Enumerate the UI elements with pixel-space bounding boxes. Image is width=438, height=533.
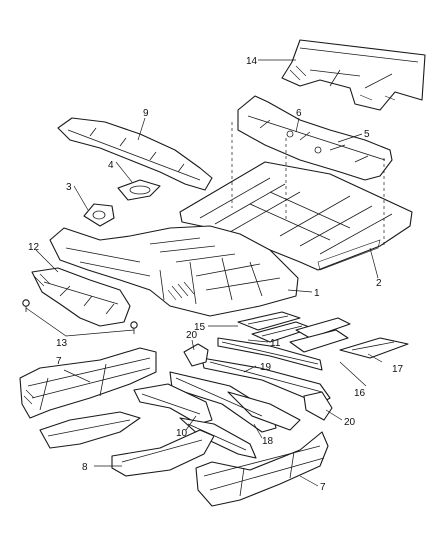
part-4-plug xyxy=(117,179,161,201)
part-1-front-floor-pan xyxy=(49,225,299,317)
part-3-grommet xyxy=(83,203,115,227)
leader-lines xyxy=(25,59,383,487)
callout-1: 1 xyxy=(314,288,320,299)
callout-5: 5 xyxy=(364,129,370,140)
callout-15: 15 xyxy=(194,322,206,333)
alignment-lines xyxy=(231,122,385,246)
part-17-bracket xyxy=(339,337,409,359)
part-5-rear-crossmember xyxy=(237,95,393,181)
callout-16: 16 xyxy=(354,388,366,399)
callout-19: 19 xyxy=(260,362,272,373)
callout-8: 8 xyxy=(82,462,88,473)
part-7-right-sill xyxy=(195,431,329,507)
part-7-left-sill xyxy=(19,347,157,419)
callout-9: 9 xyxy=(143,108,149,119)
callout-6: 6 xyxy=(296,108,302,119)
part-13-fasteners xyxy=(22,299,138,334)
part-20-bracket-upper xyxy=(183,343,209,367)
part-16-brackets xyxy=(289,317,351,353)
callout-12: 12 xyxy=(28,242,40,253)
callout-13: 13 xyxy=(56,338,68,349)
callout-18: 18 xyxy=(262,436,274,447)
part-12-side-shield xyxy=(31,267,131,327)
callout-20b: 20 xyxy=(344,417,356,428)
callout-2: 2 xyxy=(376,278,382,289)
callout-7a: 7 xyxy=(56,356,62,367)
callout-14: 14 xyxy=(246,56,258,67)
part-8-left-rail xyxy=(39,411,215,477)
callout-labels: 14 5 6 9 4 3 12 2 1 13 15 11 20 17 19 16… xyxy=(28,56,404,493)
callout-7b: 7 xyxy=(320,482,326,493)
callout-4: 4 xyxy=(108,160,114,171)
callout-17: 17 xyxy=(392,364,404,375)
part-20-bracket-lower xyxy=(303,391,333,421)
callout-11: 11 xyxy=(270,338,281,349)
part-9-front-crossmember xyxy=(57,117,213,191)
part-18-rail xyxy=(169,371,301,433)
callout-20a: 20 xyxy=(186,330,198,341)
callout-3: 3 xyxy=(66,182,72,193)
callout-10: 10 xyxy=(176,428,188,439)
part-11-rail xyxy=(217,337,323,371)
part-14-rear-panel xyxy=(281,39,426,111)
part-15-brackets xyxy=(237,311,313,343)
